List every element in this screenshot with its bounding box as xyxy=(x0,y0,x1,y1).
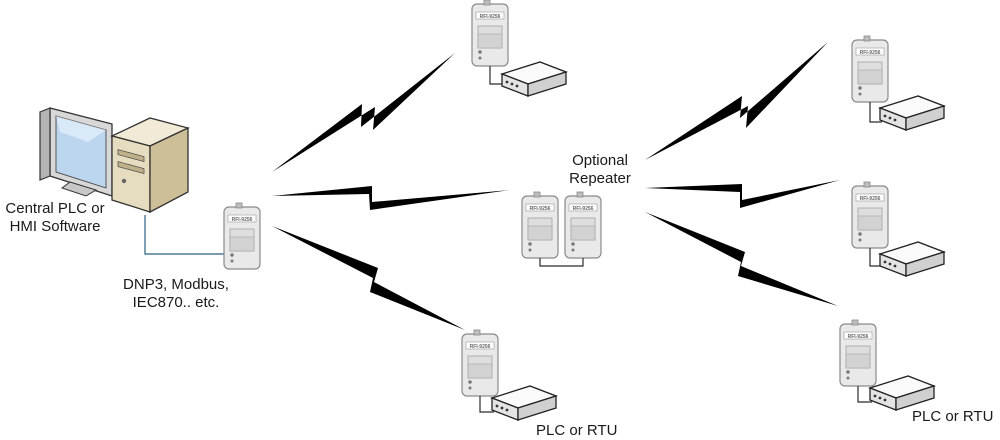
radio-right-1 xyxy=(851,35,889,103)
repeater-label-line1: Optional xyxy=(572,152,628,169)
plc-right-3 xyxy=(857,375,935,411)
lightning-bolt xyxy=(272,53,455,172)
lightning-bolt xyxy=(272,226,465,330)
radio-right-3 xyxy=(839,319,877,387)
lightning-bolt xyxy=(272,186,510,210)
lightning-bolt xyxy=(645,212,838,306)
plc-top-left xyxy=(489,61,567,97)
computer-tower xyxy=(110,117,190,214)
lightning-bolt xyxy=(645,180,840,208)
repeater-radio-2 xyxy=(564,191,602,259)
cable xyxy=(144,215,224,255)
plc-rtu-label-right: PLC or RTU xyxy=(912,408,994,425)
repeater-radio-1 xyxy=(521,191,559,259)
radio-right-2 xyxy=(851,181,889,249)
repeater-label: Optional Repeater xyxy=(552,152,648,188)
plc-rtu-label-left: PLC or RTU xyxy=(536,422,618,439)
repeater-label-line2: Repeater xyxy=(569,170,631,187)
protocols-label-line1: DNP3, Modbus, xyxy=(123,276,229,293)
repeater-cable xyxy=(539,258,584,267)
plc-right-1 xyxy=(869,95,945,131)
radio-central xyxy=(223,202,261,270)
radio-bottom-left xyxy=(461,329,499,397)
protocols-label: DNP3, Modbus, IEC870.. etc. xyxy=(116,276,236,312)
protocols-label-line2: IEC870.. etc. xyxy=(132,294,220,311)
radio-top-left xyxy=(471,0,509,67)
central-label: Central PLC or HMI Software xyxy=(0,200,110,236)
plc-right-2 xyxy=(869,241,945,277)
central-label-line1: Central PLC or xyxy=(5,200,105,217)
central-computer xyxy=(39,107,190,214)
radio-links xyxy=(272,42,840,330)
central-label-line2: HMI Software xyxy=(9,218,101,235)
plc-bottom-left xyxy=(479,385,557,421)
monitor xyxy=(39,107,113,197)
lightning-bolt xyxy=(645,42,828,160)
